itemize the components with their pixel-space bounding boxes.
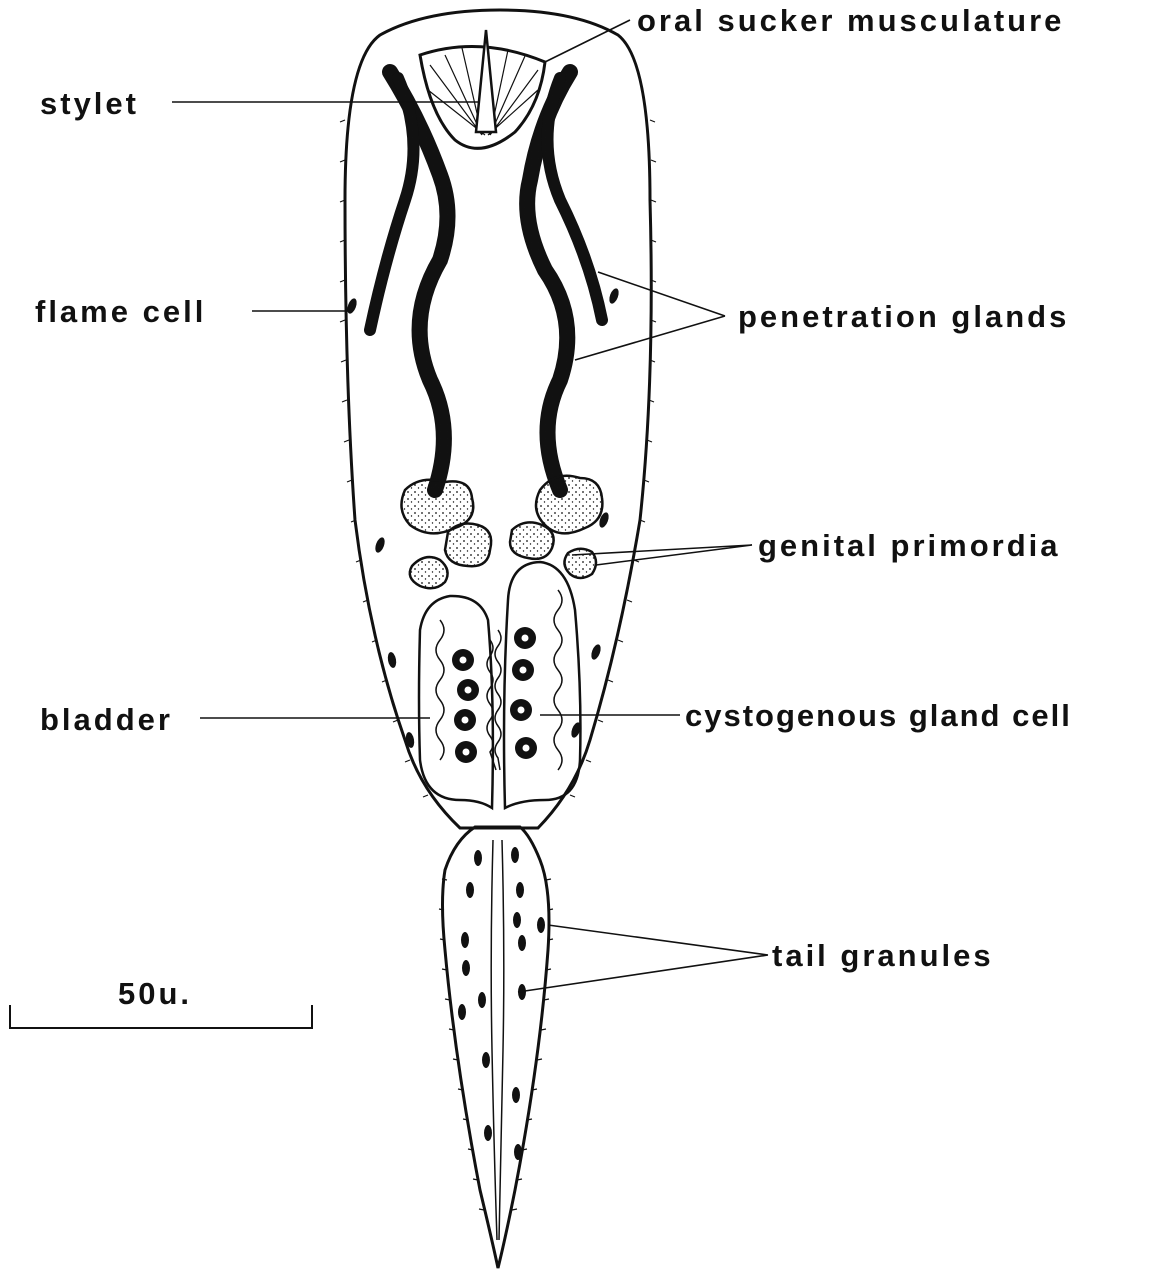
label-bladder: bladder [40,704,173,735]
body-outline [345,10,651,828]
bladder-left-lobe [419,596,493,808]
body-cuticle-hairs [340,120,656,797]
label-penetration-glands: penetration glands [738,301,1069,332]
cystogenous-gland-cells [452,627,537,763]
tail-midline [491,840,504,1240]
bladder-right-lobe [504,562,580,808]
leader-lines [10,20,768,1028]
label-stylet: stylet [40,88,139,119]
label-cystogenous-gland-cell: cystogenous gland cell [685,700,1072,731]
label-tail-granules: tail granules [772,940,994,971]
label-oral-sucker-musculature: oral sucker musculature [637,5,1064,36]
genital-primordium-1 [445,524,491,567]
scale-bar-label: 50u. [118,978,192,1009]
penetration-gland-right-base [536,476,602,534]
bladder-inner-wall-left [436,620,444,760]
label-flame-cell: flame cell [35,296,206,327]
genital-primordium-4 [564,549,596,578]
genital-primordium-3 [410,557,448,588]
bladder-inner-wall-right [554,590,562,770]
genital-primordium-2 [510,522,554,558]
label-genital-primordia: genital primordia [758,530,1060,561]
